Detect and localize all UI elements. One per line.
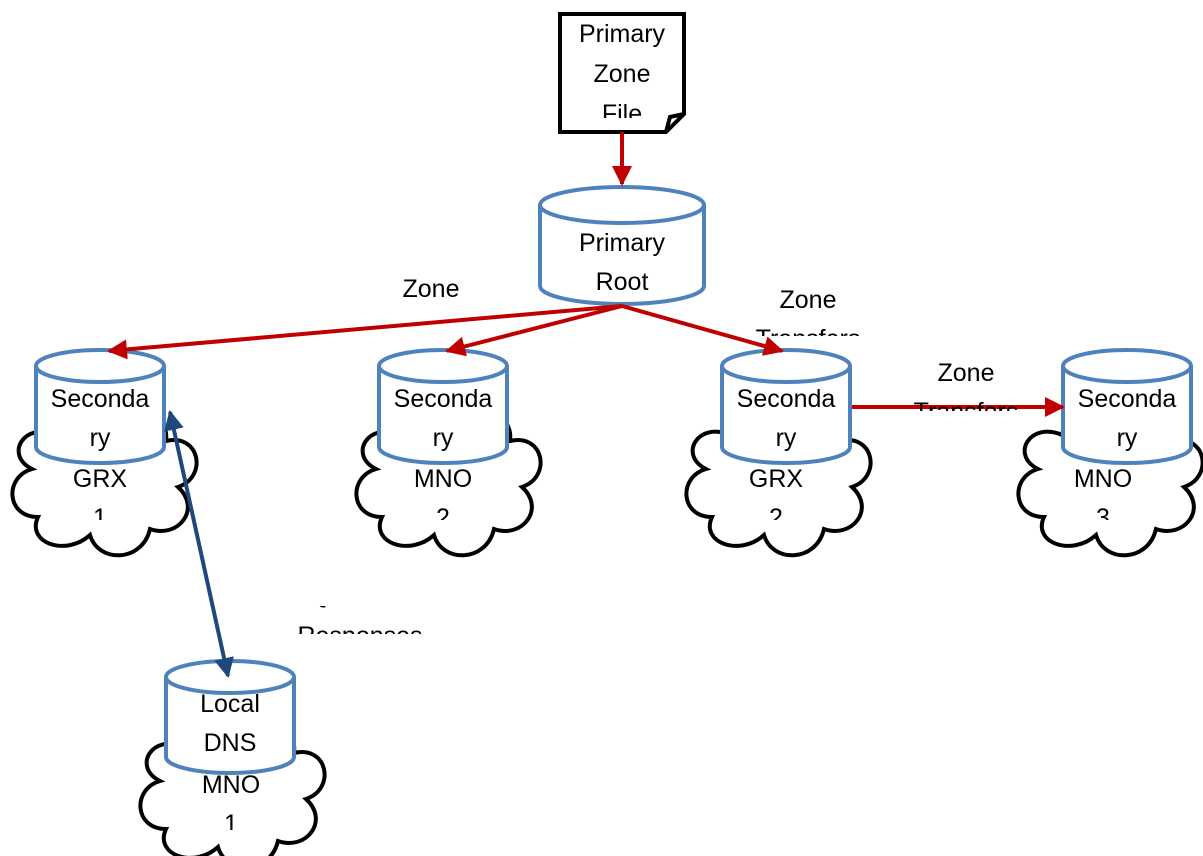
cloud-mno1-line-2: 1 — [224, 810, 238, 838]
cloud-mno2-line-1: MNO — [414, 465, 472, 493]
secondary-mno2-line-1: Seconda — [394, 385, 493, 413]
primary-root-line-1: Primary — [579, 229, 666, 257]
cloud-mno1-line-1: MNO — [202, 771, 260, 799]
arrow-grx1-local-dns — [164, 410, 234, 678]
zone-transfer-left-line-1: Zone — [403, 275, 460, 303]
cloud-grx2-line-1: GRX — [749, 465, 804, 493]
primary-zone-file-document — [558, 12, 686, 134]
primary-root-cylinder — [538, 185, 706, 306]
cloud-grx1-line-2: 1 — [93, 504, 107, 532]
secondary-mno2-cylinder — [377, 348, 509, 465]
arrow-root-to-mno2 — [445, 304, 623, 357]
secondary-grx1-line-2: ry — [90, 424, 111, 452]
arrow-root-to-grx2 — [621, 304, 784, 356]
secondary-grx1-cylinder — [34, 348, 166, 465]
arrow-root-to-grx1 — [107, 304, 623, 360]
secondary-mno3-cylinder — [1061, 348, 1193, 465]
cloud-grx1-line-1: GRX — [73, 465, 128, 493]
primary-root-line-2: Root — [596, 268, 649, 296]
secondary-mno3-line-1: Seconda — [1078, 385, 1177, 413]
local-dns-cylinder — [164, 659, 296, 775]
zone-transfers-right-line-1: Zone — [780, 286, 837, 314]
secondary-mno2-line-2: ry — [433, 424, 454, 452]
secondary-grx1-line-1: Seconda — [51, 385, 150, 413]
primary-zone-file-line-1: Primary — [579, 20, 666, 48]
cloud-mno3-line-1: MNO — [1074, 465, 1132, 493]
primary-zone-file-line-2: Zone — [594, 60, 651, 88]
secondary-grx2-line-1: Seconda — [737, 385, 836, 413]
zone-transfers-far-right-line-2: Transfers — [914, 398, 1019, 426]
queries-responses-line-2: Responses — [297, 622, 422, 650]
zone-transfers-far-right-line-1: Zone — [938, 359, 995, 387]
primary-zone-file-line-3: File — [602, 100, 642, 128]
queries-responses-line-1: Queries / — [309, 581, 410, 609]
local-dns-line-2: DNS — [204, 729, 257, 757]
secondary-grx2-line-2: ry — [776, 424, 797, 452]
zone-transfers-right-line-2: Transfers — [756, 325, 861, 353]
cloud-grx2-line-2: 2 — [769, 504, 783, 532]
zone-transfer-left-line-2: Transfer — [385, 314, 477, 342]
cloud-mno2-line-2: 2 — [436, 504, 450, 532]
local-dns-line-1: Local — [200, 690, 260, 718]
secondary-mno3-line-2: ry — [1117, 424, 1138, 452]
secondary-grx2-cylinder — [720, 348, 852, 465]
cloud-mno3-line-2: 3 — [1096, 504, 1110, 532]
